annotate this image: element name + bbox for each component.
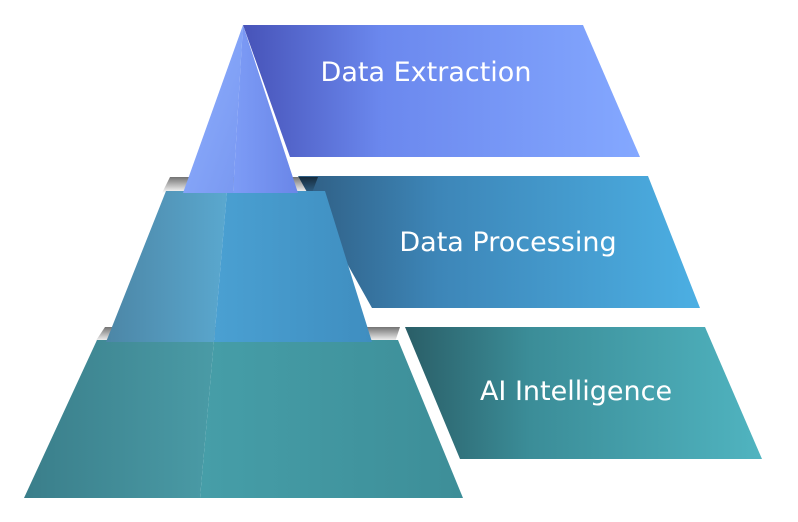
layer-label-ai-intelligence: AI Intelligence: [480, 376, 672, 407]
pyramid-tier-3: [24, 327, 463, 498]
pyramid-tier-2: [106, 177, 372, 342]
layer-label-data-extraction: Data Extraction: [321, 57, 532, 88]
banner-layer-1: [243, 25, 640, 157]
pyramid-tier-1: [183, 25, 298, 193]
banner-layer-2: [298, 176, 700, 308]
banner-layer-3: [405, 327, 762, 459]
layer-label-data-processing: Data Processing: [399, 227, 616, 258]
